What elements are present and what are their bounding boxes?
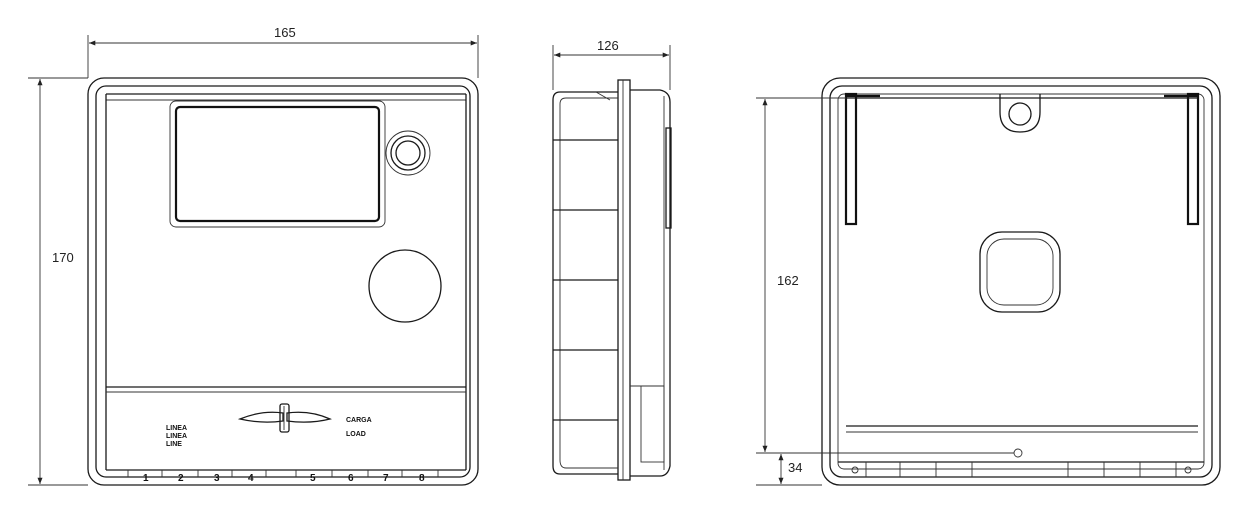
switch-icon	[237, 403, 332, 433]
back-height-dimension: 162	[756, 97, 1014, 454]
terminal-3: 3	[214, 473, 220, 484]
front-width-dimension: 165	[87, 25, 479, 78]
port-circle	[368, 249, 442, 323]
terminal-1: 1	[143, 473, 149, 484]
back-offset-value: 34	[788, 460, 802, 475]
line-label-1: LINEA	[166, 425, 187, 432]
back-view: 162 34	[756, 77, 1221, 486]
line-label-2: LINEA	[166, 433, 187, 440]
mounting-hole	[1008, 102, 1032, 126]
back-offset-dimension: 34	[756, 454, 822, 486]
center-knockout	[979, 231, 1061, 313]
terminal-4: 4	[248, 473, 254, 484]
terminal-7: 7	[383, 473, 389, 484]
line-label-3: LINE	[166, 441, 182, 448]
button-icon	[385, 130, 431, 176]
front-view: LINEA LINEA LINE CARGA LOAD 1 2 3 4 5 6 …	[28, 25, 479, 486]
terminal-6: 6	[348, 473, 354, 484]
terminal-2: 2	[178, 473, 184, 484]
side-depth-value: 126	[597, 38, 619, 53]
side-depth-dimension: 126	[552, 38, 671, 90]
load-label-1: CARGA	[346, 417, 372, 424]
front-height-value: 170	[52, 250, 74, 265]
front-height-dimension: 170	[28, 77, 88, 486]
terminal-5: 5	[310, 473, 316, 484]
front-width-value: 165	[274, 25, 296, 40]
side-view: 126	[552, 38, 672, 481]
load-label-2: LOAD	[346, 431, 366, 438]
terminal-8: 8	[419, 473, 425, 484]
back-height-value: 162	[777, 273, 799, 288]
